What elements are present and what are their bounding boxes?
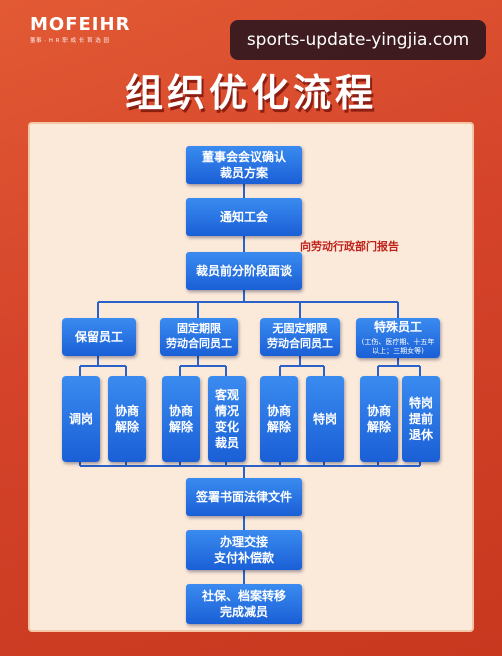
logo-text: MOFEIHR [30,14,131,35]
category-label: 固定期限 劳动合同员工 [166,322,232,350]
action-negotiate-terminate: 协商 解除 [162,376,200,462]
category-special-staff: 特殊员工 (工伤、医疗期、十五年 以上；三期女等) [356,318,440,358]
action-objective-change-layoff: 客观 情况 变化 裁员 [208,376,246,462]
step-transfer-records: 社保、档案转移 完成减员 [186,584,302,624]
category-note: (工伤、医疗期、十五年 以上；三期女等) [361,337,435,356]
action-reassign: 调岗 [62,376,100,462]
category-label: 特殊员工 [373,320,422,335]
logo-subtitle: 董事 · H R 职 成 长 首 选 园 [30,38,110,44]
action-negotiate-terminate: 协商 解除 [260,376,298,462]
category-label: 无固定期限 劳动合同员工 [267,322,333,350]
logo: MOFEIHR 董事 · H R 职 成 长 首 选 园 [30,14,130,44]
category-open-ended: 无固定期限 劳动合同员工 [260,318,340,356]
step-notify-union: 通知工会 [186,198,302,236]
category-retained-staff: 保留员工 [62,318,136,356]
step-board-confirm: 董事会会议确认 裁员方案 [186,146,302,184]
action-special-post: 特岗 [306,376,344,462]
step-phased-interviews: 裁员前分阶段面谈 [186,252,302,290]
action-negotiate-terminate: 协商 解除 [108,376,146,462]
watermark-banner: sports-update-yingjia.com [230,20,486,60]
category-fixed-term: 固定期限 劳动合同员工 [160,318,238,356]
action-early-retirement: 特岗 提前 退休 [402,376,440,462]
category-label: 保留员工 [74,329,123,344]
step-sign-documents: 签署书面法律文件 [186,478,302,516]
action-negotiate-terminate: 协商 解除 [360,376,398,462]
page-title: 组织优化流程 [124,71,377,115]
report-note: 向劳动行政部门报告 [300,240,399,253]
step-handover-compensation: 办理交接 支付补偿款 [186,530,302,570]
